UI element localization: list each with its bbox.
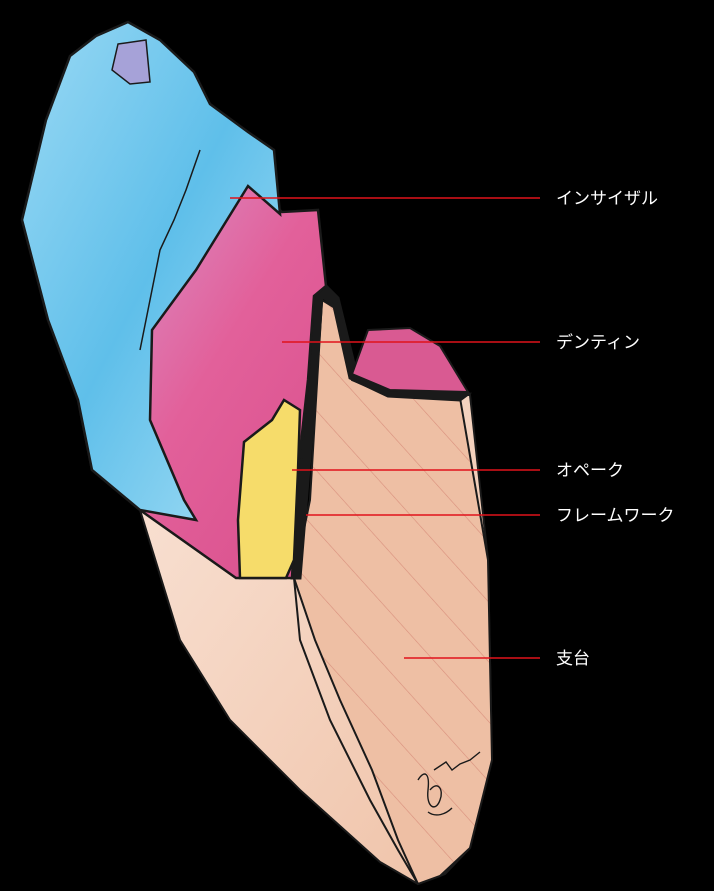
label-opaque: オペーク (556, 461, 624, 481)
label-dentin: デンティン (556, 332, 640, 353)
label-incisal: インサイザル (556, 189, 658, 209)
dentin-cervical-extension (352, 328, 468, 392)
label-framework: フレームワーク (556, 506, 675, 526)
label-abutment: 支台 (556, 649, 590, 669)
